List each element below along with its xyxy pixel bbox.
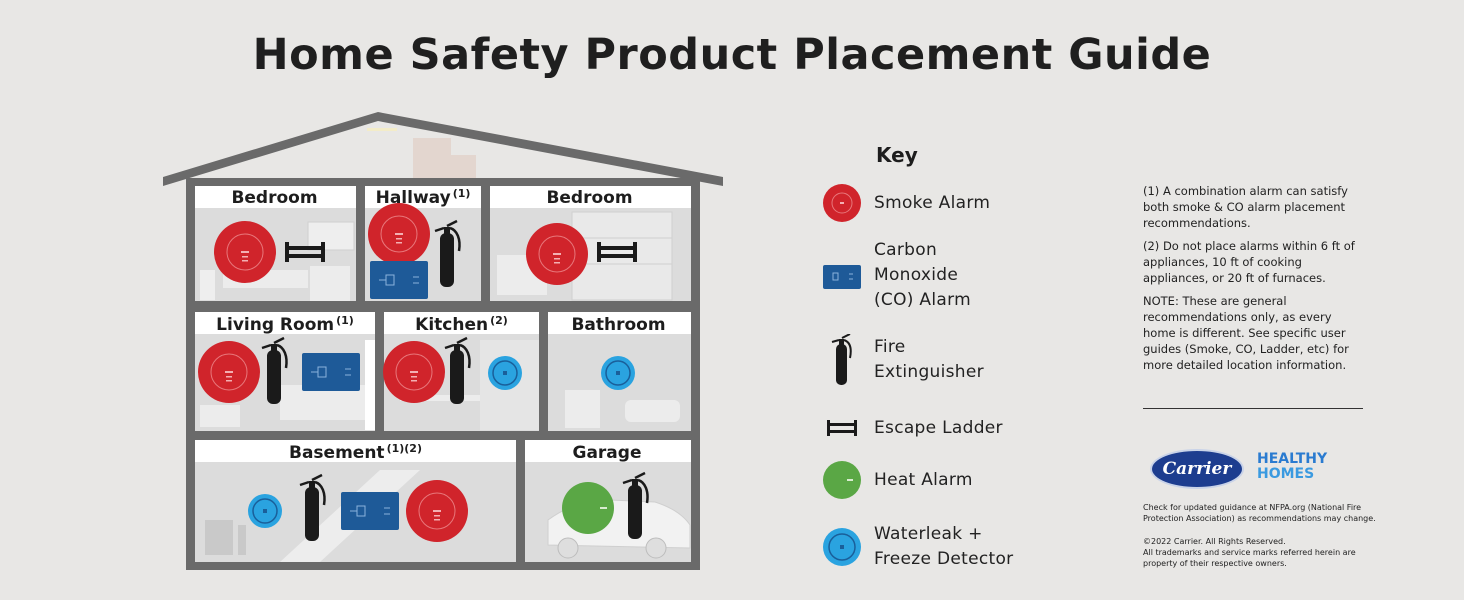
room-label-bedroom-2: Bedroom xyxy=(546,188,633,208)
basement-smoke-alarm xyxy=(405,479,469,543)
healthy-homes-logo: HEALTHY HOMES xyxy=(1257,451,1328,482)
house-diagram xyxy=(163,112,723,570)
carrier-logo: Carrier xyxy=(1150,449,1244,489)
fine-print-guidance: Check for updated guidance at NFPA.org (… xyxy=(1143,503,1376,523)
basement-waterleak-detector xyxy=(247,493,283,529)
key-item-heat-alarm: Heat Alarm xyxy=(822,460,973,500)
key-item-escape-ladder: Escape Ladder xyxy=(822,408,1003,448)
note-general: NOTE: These are general recommendations … xyxy=(1143,294,1349,372)
basement-co-alarm xyxy=(340,491,400,531)
key-item-waterleak-detector: Waterleak + Freeze Detector xyxy=(822,522,1013,572)
smoke-alarm-icon xyxy=(822,183,862,223)
bedroom-1-smoke-alarm xyxy=(213,220,277,284)
room-label-kitchen: Kitchen(2) xyxy=(415,314,508,335)
living-room-co-alarm xyxy=(301,352,361,392)
kitchen-smoke-alarm xyxy=(382,340,446,404)
room-label-garage: Garage xyxy=(572,443,642,463)
living-room-smoke-alarm xyxy=(197,340,261,404)
room-label-living-room: Living Room(1) xyxy=(216,314,354,335)
waterleak-detector-icon xyxy=(822,527,862,567)
roof xyxy=(163,112,723,186)
divider xyxy=(1143,408,1363,409)
hallway-co-alarm xyxy=(369,260,429,300)
key-item-co-alarm: Carbon Monoxide (CO) Alarm xyxy=(822,238,971,313)
key-item-fire-extinguisher: Fire Extinguisher xyxy=(822,334,984,385)
key-item-smoke-alarm: Smoke Alarm xyxy=(822,183,990,223)
garage-heat-alarm xyxy=(562,482,614,534)
kitchen-waterleak-detector xyxy=(487,355,523,391)
note-appliance-distance: (2) Do not place alarms within 6 ft of a… xyxy=(1143,239,1355,285)
bathroom-waterleak-detector xyxy=(600,355,636,391)
room-label-basement: Basement(1)(2) xyxy=(289,442,422,463)
room-label-bedroom-1: Bedroom xyxy=(231,188,318,208)
hallway-smoke-alarm xyxy=(367,202,431,266)
heat-alarm-icon xyxy=(822,460,862,500)
escape-ladder-icon xyxy=(822,408,862,448)
room-label-hallway: Hallway(1) xyxy=(375,187,471,208)
page-title: Home Safety Product Placement Guide xyxy=(252,30,1212,80)
co-alarm-icon xyxy=(822,256,862,296)
room-label-bathroom: Bathroom xyxy=(571,315,666,335)
note-combination-alarm: (1) A combination alarm can satisfy both… xyxy=(1143,184,1348,230)
fire-extinguisher-icon xyxy=(822,334,862,385)
bedroom-2-smoke-alarm xyxy=(525,222,589,286)
footnotes: (1) A combination alarm can satisfy both… xyxy=(1143,183,1363,380)
key-title: Key xyxy=(876,143,918,167)
fine-print-legal: ©2022 Carrier. All Rights Reserved. All … xyxy=(1143,537,1356,568)
